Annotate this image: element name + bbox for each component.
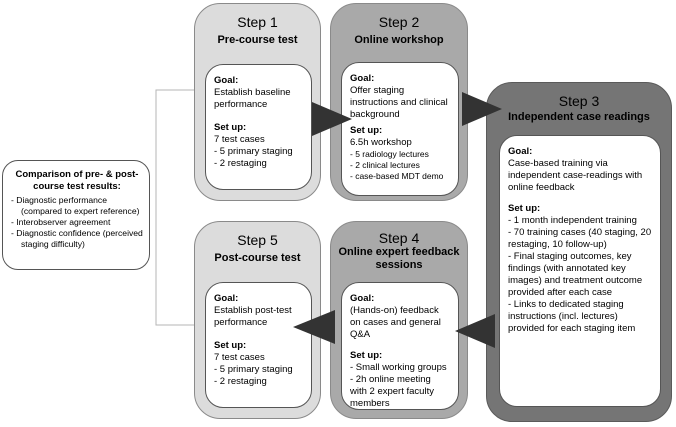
step5-content: Goal: Establish post-test performance Se… <box>205 282 312 408</box>
step1-setup-label: Set up: <box>214 122 247 133</box>
step4-setup-item: - 2h online meeting with 2 expert facult… <box>350 374 434 409</box>
step2-setup-item: - 2 clinical lectures <box>350 160 420 170</box>
step5-setup-item: - 2 restaging <box>214 376 267 387</box>
step2-setup-item: - 5 radiology lectures <box>350 149 429 159</box>
step4-box: Step 4 Online expert feedback sessions G… <box>330 221 468 419</box>
arrow-step1-to-step2 <box>312 102 352 136</box>
step1-setup-item: - 5 primary staging <box>214 146 293 157</box>
comparison-title: Comparison of pre- & post-course test re… <box>15 169 139 192</box>
step5-goal: Establish post-test performance <box>214 305 292 328</box>
step3-setup-item: - Links to dedicated staging instruction… <box>508 299 636 334</box>
step2-goal: Offer staging instructions and clinical … <box>350 85 448 120</box>
step3-setup-item: - 1 month independent training <box>508 215 637 226</box>
comparison-item: - Diagnostic performance (compared to ex… <box>11 195 140 216</box>
step1-setup-item: 7 test cases <box>214 134 265 145</box>
step2-goal-label: Goal: <box>350 73 375 84</box>
step3-setup-item: - Final staging outcomes, key findings (… <box>508 251 643 298</box>
step1-content: Goal: Establish baseline performance Set… <box>205 64 312 190</box>
arrow-step4-to-step5 <box>293 310 335 344</box>
step3-box: Step 3 Independent case readings Goal: C… <box>486 82 672 422</box>
step5-title: Step 5 <box>237 232 278 248</box>
arrow-step2-to-step3 <box>462 92 502 126</box>
step1-goal-label: Goal: <box>214 75 239 86</box>
comparison-item: - Diagnostic confidence (perceived stagi… <box>11 228 143 249</box>
step1-title: Step 1 <box>237 14 278 30</box>
step1-goal: Establish baseline performance <box>214 87 291 110</box>
step4-setup-item: - Small working groups <box>350 362 447 373</box>
step3-content: Goal: Case-based training via independen… <box>499 135 661 407</box>
step3-goal: Case-based training via independent case… <box>508 158 643 193</box>
step2-subtitle: Online workshop <box>354 34 444 46</box>
step2-content: Goal: Offer staging instructions and cli… <box>341 62 459 196</box>
step3-goal-label: Goal: <box>508 146 533 157</box>
step5-subtitle: Post-course test <box>214 252 301 264</box>
step2-setup-label: Set up: <box>350 125 383 136</box>
step3-title: Step 3 <box>558 93 600 109</box>
step4-subtitle: Online expert feedback sessions <box>338 246 460 271</box>
comparison-item: - Interobserver agreement <box>11 217 111 227</box>
comparison-box: Comparison of pre- & post-course test re… <box>2 160 150 270</box>
step1-subtitle: Pre-course test <box>217 34 298 46</box>
step2-setup-main: 6.5h workshop <box>350 137 412 148</box>
step4-goal: (Hands-on) feedback on cases and general… <box>350 305 441 340</box>
step3-setup-item: - 70 training cases (40 staging, 20 rest… <box>508 227 652 250</box>
step5-setup-label: Set up: <box>214 340 247 351</box>
step3-setup-label: Set up: <box>508 203 541 214</box>
step1-setup-item: - 2 restaging <box>214 158 267 169</box>
step1-box: Step 1 Pre-course test Goal: Establish b… <box>194 3 321 201</box>
step4-title: Step 4 <box>378 230 420 246</box>
step5-box: Step 5 Post-course test Goal: Establish … <box>194 221 321 419</box>
step2-box: Step 2 Online workshop Goal: Offer stagi… <box>330 3 468 201</box>
step5-goal-label: Goal: <box>214 293 239 304</box>
step3-subtitle: Independent case readings <box>508 111 650 123</box>
step5-setup-item: 7 test cases <box>214 352 265 363</box>
step4-goal-label: Goal: <box>350 293 375 304</box>
step2-setup-item: - case-based MDT demo <box>350 171 444 181</box>
step4-content: Goal: (Hands-on) feedback on cases and g… <box>341 282 459 410</box>
step5-setup-item: - 5 primary staging <box>214 364 293 375</box>
arrow-step3-to-step4 <box>455 314 495 348</box>
step4-setup-label: Set up: <box>350 350 383 361</box>
step2-title: Step 2 <box>378 14 420 30</box>
